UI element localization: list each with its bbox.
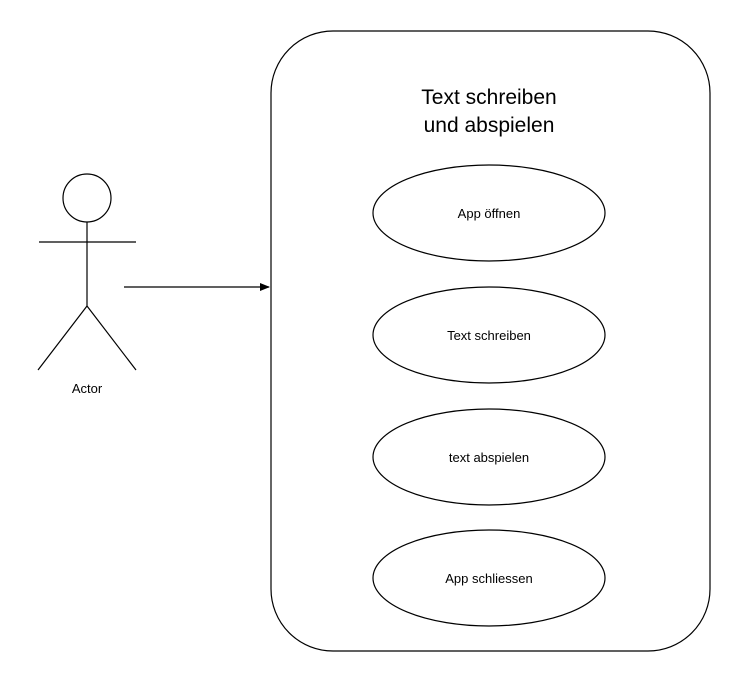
use-case-label: text abspielen [449, 450, 529, 465]
use-case-ellipse [372, 529, 606, 627]
use-case-ellipse [372, 286, 606, 384]
use-case-text-schreiben: Text schreiben [372, 286, 606, 384]
use-case-ellipse [372, 164, 606, 262]
system-title-line1: Text schreiben [421, 86, 556, 109]
actor-right-leg [86, 305, 137, 371]
system-title-line2: und abspielen [424, 114, 555, 137]
use-case-ellipse [372, 408, 606, 506]
actor-label: Actor [72, 381, 103, 396]
actor-head [62, 173, 112, 223]
use-case-text-abspielen: text abspielen [372, 408, 606, 506]
actor-left-leg [37, 305, 88, 371]
use-case-label: Text schreiben [447, 328, 531, 343]
use-case-app-oeffnen: App öffnen [372, 164, 606, 262]
use-case-app-schliessen: App schliessen [372, 529, 606, 627]
actor: Actor [37, 173, 137, 396]
use-case-label: App schliessen [445, 571, 532, 586]
use-case-label: App öffnen [458, 206, 521, 221]
